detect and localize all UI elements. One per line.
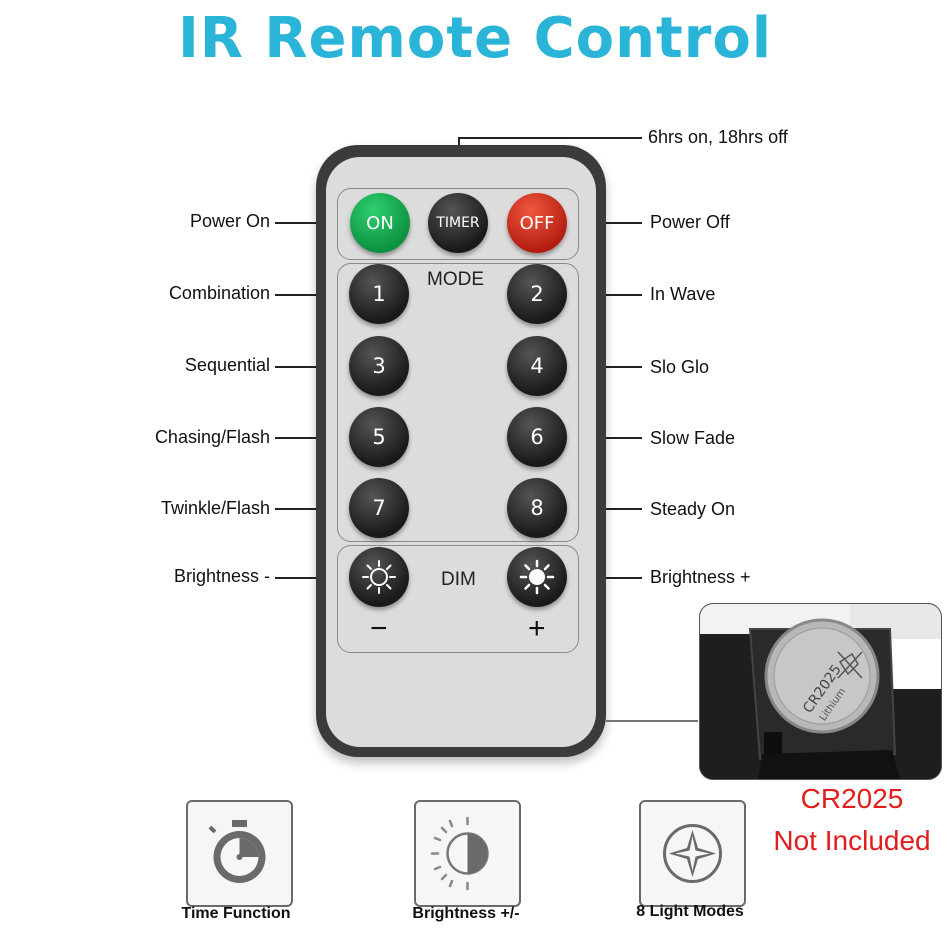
feature-time-function-label: Time Function (181, 905, 291, 922)
mode-panel (337, 263, 579, 542)
battery-compartment-image: CR2025 Lithium (700, 604, 941, 779)
sun-filled-icon (519, 559, 555, 595)
four-point-star-icon (663, 824, 722, 883)
callout-line (275, 222, 345, 224)
callout-line (275, 508, 345, 510)
mode-1-button[interactable]: 1 (349, 264, 409, 324)
page-title: IR Remote Control (177, 6, 773, 71)
minus-sign: − (370, 612, 388, 645)
callout-line (576, 222, 642, 224)
label-sequential: Sequential (184, 355, 270, 375)
mode-6-button[interactable]: 6 (507, 407, 567, 467)
battery-not-included-label: Not Included (773, 825, 931, 856)
callout-line (576, 508, 642, 510)
callout-line (576, 437, 642, 439)
callout-line (275, 294, 345, 296)
label-slo-glo: Slo Glo (650, 357, 710, 377)
label-slow-fade: Slow Fade (650, 428, 736, 448)
dim-panel (337, 545, 579, 653)
label-brightness-minus: Brightness - (173, 566, 270, 586)
label-chasing-flash: Chasing/Flash (154, 427, 270, 447)
timer-button[interactable]: TIMER (428, 193, 488, 253)
timer-note-label: 6hrs on, 18hrs off (648, 127, 788, 147)
stopwatch-icon (208, 820, 266, 883)
label-in-wave: In Wave (650, 284, 716, 304)
battery-callout-line (606, 720, 698, 722)
label-power-on: Power On (189, 211, 270, 231)
mode-5-button[interactable]: 5 (349, 407, 409, 467)
battery-model-label: CR2025 (800, 783, 904, 814)
mode-7-button[interactable]: 7 (349, 478, 409, 538)
plus-sign: + (528, 612, 546, 645)
feature-time-function (186, 800, 293, 907)
feature-light-modes-label: 8 Light Modes (636, 903, 744, 920)
timer-callout-line-h (458, 137, 642, 139)
dim-label: DIM (441, 569, 476, 590)
callout-line (275, 437, 345, 439)
label-twinkle-flash: Twinkle/Flash (160, 498, 270, 518)
brightness-half-icon (430, 816, 489, 891)
feature-brightness-label: Brightness +/- (412, 905, 520, 922)
off-button[interactable]: OFF (507, 193, 567, 253)
power-panel (337, 188, 579, 260)
callout-line (576, 294, 642, 296)
label-power-off: Power Off (650, 212, 730, 232)
on-button[interactable]: ON (350, 193, 410, 253)
label-combination: Combination (168, 283, 270, 303)
brightness-down-button[interactable] (349, 547, 409, 607)
brightness-up-button[interactable] (507, 547, 567, 607)
callout-line (275, 366, 345, 368)
feature-brightness (414, 800, 521, 907)
battery-inset: CR2025 Lithium (699, 603, 942, 780)
feature-light-modes (639, 800, 746, 907)
sun-outline-icon (362, 560, 396, 594)
mode-3-button[interactable]: 3 (349, 336, 409, 396)
mode-8-button[interactable]: 8 (507, 478, 567, 538)
label-steady-on: Steady On (650, 499, 736, 519)
callout-line (576, 577, 642, 579)
mode-4-button[interactable]: 4 (507, 336, 567, 396)
mode-2-button[interactable]: 2 (507, 264, 567, 324)
mode-label: MODE (427, 269, 484, 290)
callout-line (576, 366, 642, 368)
callout-line (275, 577, 345, 579)
label-brightness-plus: Brightness + (650, 567, 751, 587)
